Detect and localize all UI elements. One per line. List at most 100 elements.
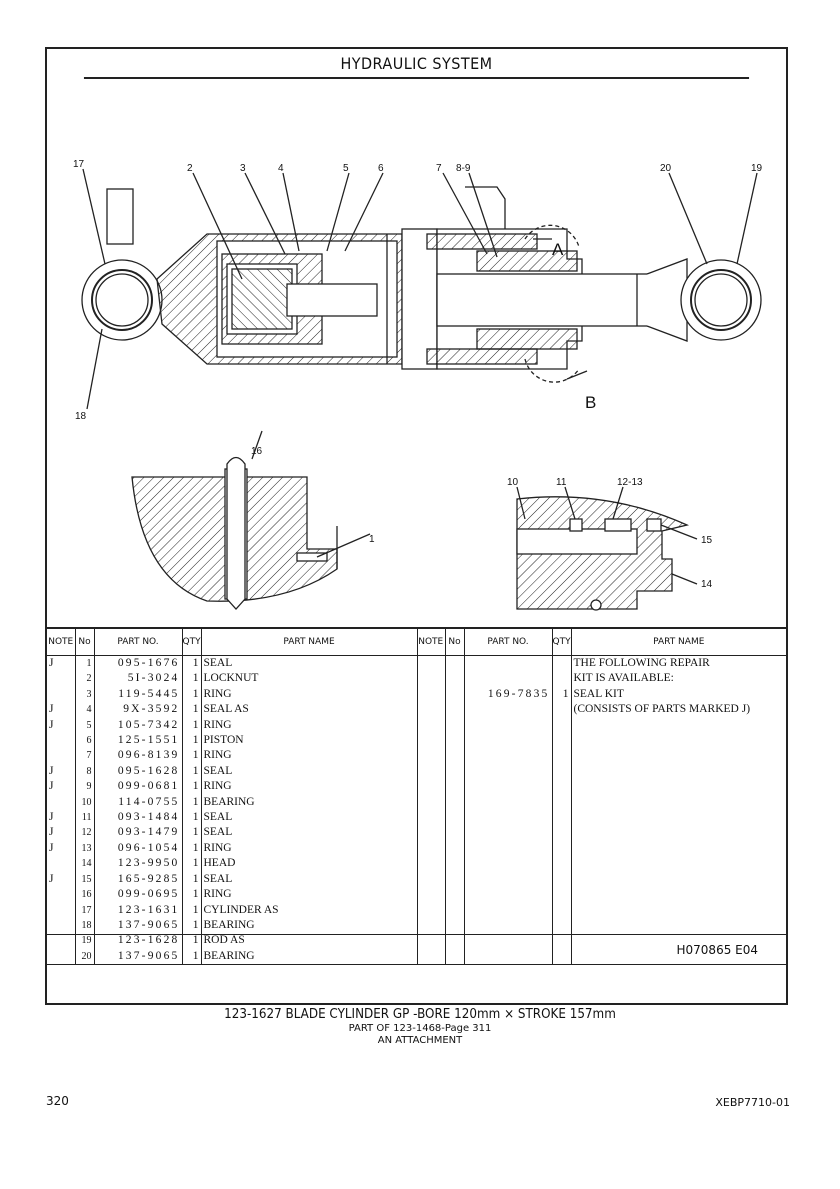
part-number: 169-7835 — [464, 686, 553, 703]
part-number — [464, 733, 553, 749]
document-code: XEBP7710-01 — [715, 1096, 790, 1109]
part-index — [445, 948, 465, 965]
part-qty: 1 — [182, 748, 202, 764]
part-index — [445, 917, 465, 934]
illustration-code-row: H070865 E04 — [47, 934, 786, 971]
caption-main: 123-1627 BLADE CYLINDER GP -BORE 120mm ×… — [224, 1007, 616, 1022]
part-note — [47, 748, 76, 764]
part-index: 13 — [75, 840, 95, 857]
part-note — [47, 948, 76, 966]
part-number — [464, 933, 553, 949]
parts-table-right: NOTE No PART NO. QTY PART NAME THE FOLLO… — [417, 629, 786, 965]
part-note — [417, 917, 446, 934]
part-note: J — [47, 840, 76, 857]
part-qty: 1 — [182, 948, 202, 966]
part-name: RING — [201, 748, 418, 764]
part-qty — [552, 856, 572, 872]
part-name — [571, 718, 786, 733]
callout-7: 7 — [436, 163, 442, 174]
part-index — [445, 871, 465, 887]
part-note — [47, 794, 76, 811]
part-name — [571, 948, 786, 965]
part-index: 5 — [75, 717, 95, 734]
part-number: 137-9065 — [94, 917, 183, 934]
part-qty — [552, 902, 572, 918]
part-qty: 1 — [182, 887, 202, 903]
part-name: KIT IS AVAILABLE: — [573, 672, 674, 685]
illustration-code: H070865 E04 — [676, 943, 759, 957]
part-index — [445, 702, 465, 718]
table-row — [417, 902, 786, 918]
part-qty: 1 — [182, 856, 202, 872]
part-index: 10 — [75, 794, 95, 811]
page-number: 320 — [46, 1094, 69, 1108]
part-note: J — [47, 871, 76, 888]
part-index: 7 — [75, 748, 95, 764]
part-number — [464, 825, 553, 841]
part-index — [445, 933, 465, 949]
part-qty — [552, 871, 572, 887]
part-note — [417, 840, 446, 857]
part-qty: 1 — [182, 871, 202, 888]
part-name: LOCKNUT — [201, 671, 418, 687]
part-name: ROD AS — [201, 933, 418, 949]
part-note — [47, 733, 76, 749]
part-name: SEAL — [201, 763, 418, 780]
part-number: 165-9285 — [94, 871, 183, 888]
part-index: 16 — [75, 887, 95, 903]
part-name: RING — [201, 779, 418, 795]
part-qty — [552, 840, 572, 857]
part-index — [445, 748, 465, 764]
part-note: J — [47, 825, 76, 841]
part-number: 093-1479 — [94, 825, 183, 841]
part-qty — [552, 809, 572, 826]
part-note: J — [47, 763, 76, 780]
part-qty: 1 — [182, 825, 202, 841]
part-qty — [552, 717, 572, 734]
part-number — [464, 917, 553, 934]
part-name — [571, 810, 786, 825]
part-number — [464, 794, 553, 810]
part-index — [445, 763, 465, 780]
table-row — [417, 825, 786, 841]
part-note — [417, 748, 446, 764]
callout-3: 3 — [240, 163, 246, 174]
part-qty: 1 — [182, 702, 202, 718]
part-qty: 1 — [182, 902, 202, 918]
part-number: 137-9065 — [94, 948, 183, 966]
callout-16: 16 — [251, 446, 263, 457]
part-number — [464, 763, 553, 780]
table-row — [417, 733, 786, 749]
part-index: 6 — [75, 733, 95, 749]
part-note — [47, 917, 76, 934]
part-name — [571, 918, 786, 933]
part-note — [417, 686, 446, 703]
part-note — [417, 886, 446, 903]
detail-b-label: B — [591, 626, 602, 627]
part-index: 4 — [75, 702, 95, 718]
part-note — [417, 856, 446, 872]
page-title: HYDRAULIC SYSTEM — [83, 49, 750, 79]
part-name: BEARING — [201, 948, 418, 966]
part-index — [445, 825, 465, 841]
part-number — [464, 856, 553, 872]
part-qty: 1 — [182, 763, 202, 780]
part-name — [571, 872, 786, 887]
part-number — [464, 702, 553, 718]
callout-15: 15 — [701, 535, 713, 546]
part-note — [47, 686, 76, 703]
table-row — [417, 933, 786, 949]
table-row — [417, 717, 786, 734]
part-index — [445, 671, 465, 687]
part-name: PISTON — [201, 733, 418, 749]
part-number: 123-1628 — [94, 933, 183, 949]
part-index: 12 — [75, 825, 95, 841]
part-number: 123-9950 — [94, 856, 183, 872]
